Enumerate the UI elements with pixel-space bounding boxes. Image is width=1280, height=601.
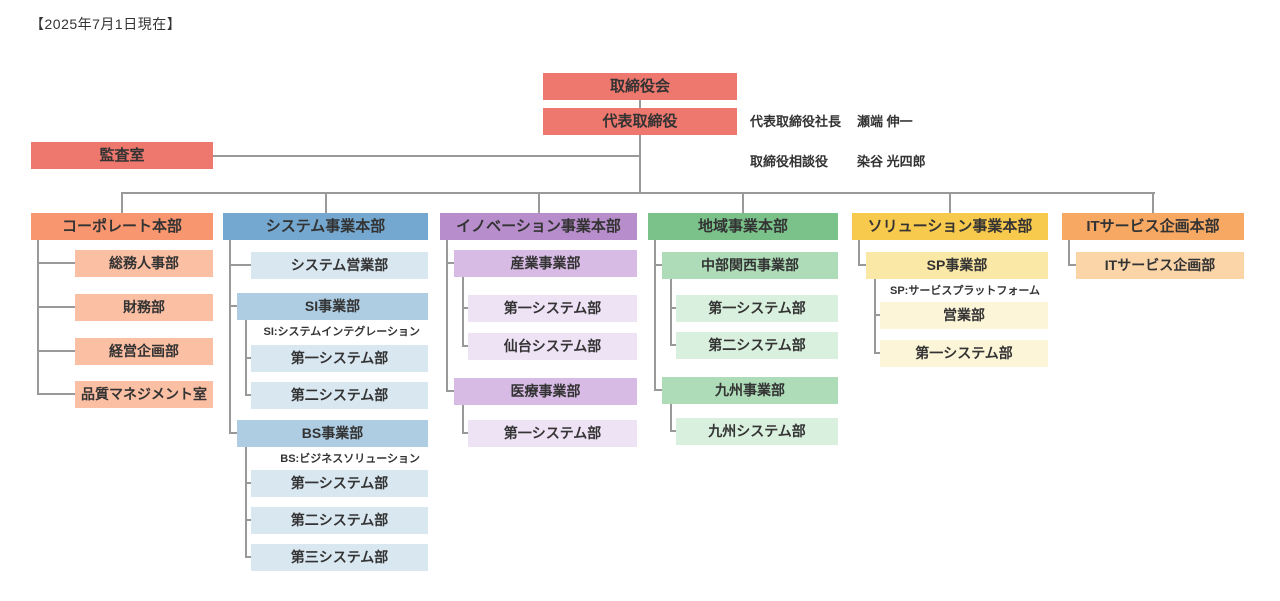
division-header-system: システム事業本部 xyxy=(223,213,428,240)
connector-stub xyxy=(670,307,676,309)
connector-rail-innovation xyxy=(446,240,448,392)
connector-drop-itservice xyxy=(1152,192,1154,213)
connector-stub xyxy=(229,264,251,266)
division-header-solution: ソリューション事業本部 xyxy=(852,213,1048,240)
dept-box-regional-3: 九州事業部 xyxy=(662,377,838,404)
division-header-itservice: ITサービス企画本部 xyxy=(1062,213,1244,240)
note-label-solution: SP:サービスプラットフォーム xyxy=(889,285,1040,297)
connector-drop-innovation xyxy=(537,192,540,213)
executive-name: 染谷 光四郎 xyxy=(857,154,926,169)
connector-stub xyxy=(874,352,880,354)
connector-audit-line xyxy=(213,155,639,157)
dept-box-system-2: 第一システム部 xyxy=(251,345,428,372)
board-of-directors-box: 取締役会 xyxy=(543,73,737,100)
connector-stub xyxy=(37,262,75,264)
dept-box-corporate-3: 品質マネジメント室 xyxy=(75,381,213,408)
connector-rail-regional xyxy=(654,240,656,391)
connector-stub xyxy=(462,432,468,434)
connector-subrail-system xyxy=(245,447,247,557)
division-header-innovation: イノベーション事業本部 xyxy=(440,213,637,240)
dept-box-system-4: BS事業部 xyxy=(237,420,428,447)
representative-director-box: 代表取締役 xyxy=(543,108,737,135)
executive-line-advisor: 取締役相談役 染谷 光四郎 xyxy=(750,151,926,170)
dept-box-solution-2: 第一システム部 xyxy=(880,340,1048,367)
connector-subrail-innovation xyxy=(462,277,464,346)
connector-subrail-system xyxy=(245,320,247,395)
connector-stub xyxy=(874,314,880,316)
connector-stub xyxy=(446,262,454,264)
dept-box-regional-0: 中部関西事業部 xyxy=(662,252,838,279)
connector-stub xyxy=(229,432,237,434)
connector-rail-itservice xyxy=(1068,240,1070,266)
dept-box-corporate-1: 財務部 xyxy=(75,294,213,321)
dept-box-system-7: 第三システム部 xyxy=(251,544,428,571)
connector-ceo-trunk xyxy=(639,135,641,194)
connector-rail-solution xyxy=(858,240,860,266)
connector-stub xyxy=(245,357,251,359)
dept-box-solution-0: SP事業部 xyxy=(866,252,1048,279)
dept-box-system-3: 第二システム部 xyxy=(251,382,428,409)
dept-box-innovation-3: 医療事業部 xyxy=(454,378,637,405)
connector-drop-regional xyxy=(742,192,744,213)
dept-box-corporate-0: 総務人事部 xyxy=(75,250,213,277)
dept-box-innovation-1: 第一システム部 xyxy=(468,295,637,322)
dept-box-system-1: SI事業部 xyxy=(237,293,428,320)
executive-line-president: 代表取締役社長 瀬端 伸一 xyxy=(750,111,913,130)
connector-stub xyxy=(245,519,251,521)
connector-drop-system xyxy=(324,192,327,213)
dept-box-regional-1: 第一システム部 xyxy=(676,295,838,322)
connector-drop-solution xyxy=(949,192,951,213)
connector-stub xyxy=(462,345,468,347)
connector-stub xyxy=(670,344,676,346)
dept-box-solution-1: 営業部 xyxy=(880,302,1048,329)
connector-rail-corporate xyxy=(37,240,39,395)
connector-stub xyxy=(654,389,662,391)
executive-title: 代表取締役社長 xyxy=(750,114,842,129)
connector-board-to-ceo xyxy=(639,100,641,108)
dept-box-innovation-0: 産業事業部 xyxy=(454,250,637,277)
dept-box-innovation-2: 仙台システム部 xyxy=(468,333,637,360)
connector-subrail-regional xyxy=(670,404,672,431)
dept-box-system-5: 第一システム部 xyxy=(251,470,428,497)
note-label-system: BS:ビジネスソリューション xyxy=(280,453,420,465)
dept-box-regional-2: 第二システム部 xyxy=(676,332,838,359)
connector-drop-corporate xyxy=(121,192,123,213)
connector-stub xyxy=(670,430,676,432)
connector-stub xyxy=(37,350,75,352)
connector-stub xyxy=(654,264,662,266)
dept-box-corporate-2: 経営企画部 xyxy=(75,338,213,365)
connector-subrail-innovation xyxy=(462,405,464,433)
connector-stub xyxy=(245,556,251,558)
executive-name: 瀬端 伸一 xyxy=(857,114,913,129)
note-label-system: SI:システムインテグレーション xyxy=(263,326,420,338)
dept-box-system-6: 第二システム部 xyxy=(251,507,428,534)
connector-stub xyxy=(37,393,75,395)
connector-subrail-regional xyxy=(670,279,672,345)
connector-stub xyxy=(462,307,468,309)
dept-box-regional-4: 九州システム部 xyxy=(676,418,838,445)
connector-stub xyxy=(229,305,237,307)
executive-title: 取締役相談役 xyxy=(750,154,829,169)
division-header-corporate: コーポレート本部 xyxy=(31,213,213,240)
connector-subrail-solution xyxy=(874,279,876,353)
connector-rail-system xyxy=(229,240,231,434)
connector-division-rail xyxy=(122,192,1155,194)
connector-stub xyxy=(858,264,866,266)
connector-stub xyxy=(37,306,75,308)
connector-stub xyxy=(245,482,251,484)
dept-box-system-0: システム営業部 xyxy=(251,252,428,279)
as-of-date-label: 【2025年7月1日現在】 xyxy=(30,16,182,32)
division-header-regional: 地域事業本部 xyxy=(648,213,838,240)
dept-box-innovation-4: 第一システム部 xyxy=(468,420,637,447)
dept-box-itservice-0: ITサービス企画部 xyxy=(1076,252,1244,279)
connector-stub xyxy=(1068,264,1076,266)
connector-stub xyxy=(245,394,251,396)
connector-stub xyxy=(446,390,454,392)
audit-office-box: 監査室 xyxy=(31,142,213,169)
